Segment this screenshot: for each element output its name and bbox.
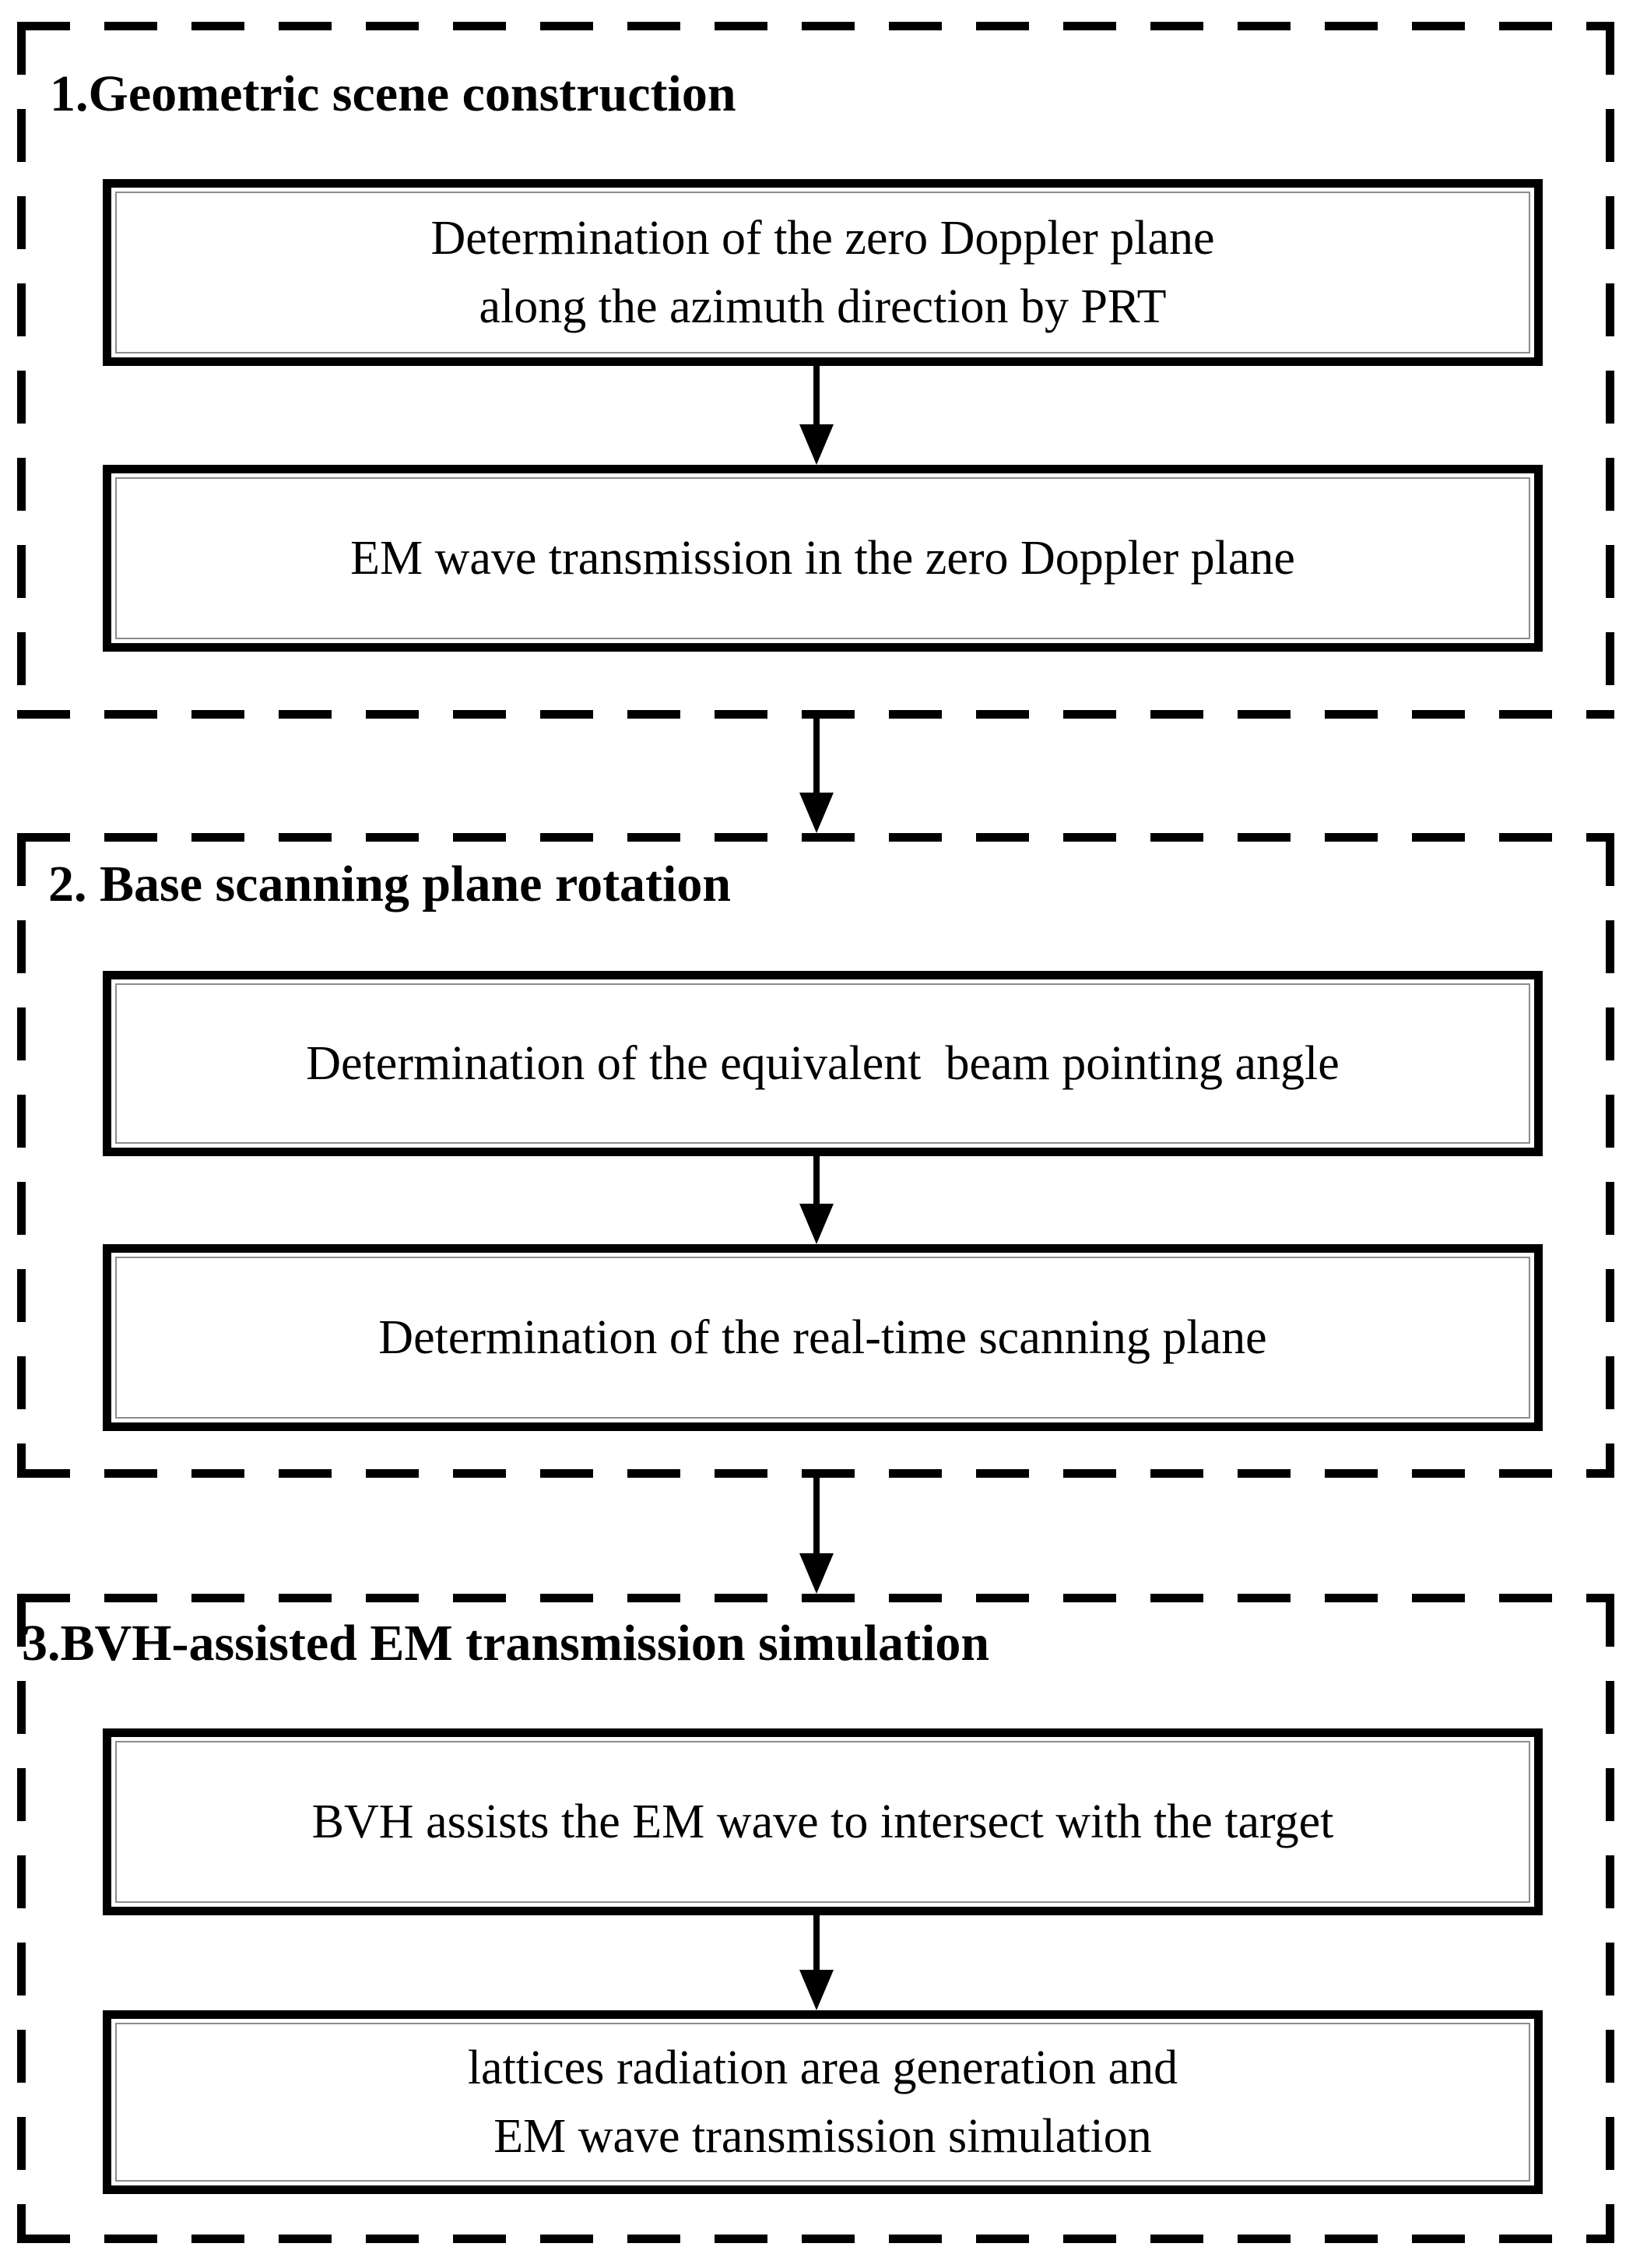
section-1-title: 1.Geometric scene construction [50,65,736,122]
down-arrow-icon [799,1153,834,1244]
arrow-head-icon [799,1553,834,1594]
flow-box-text-line: lattices radiation area generation and [467,2041,1178,2094]
flow-box-text-line: EM wave transmission in the zero Doppler… [350,531,1295,585]
arrow-head-icon [799,793,834,833]
flow-box-text-line: BVH assists the EM wave to intersect wit… [311,1795,1334,1848]
down-arrow-icon [799,1912,834,2010]
dashed-border-right [1606,22,1614,719]
flow-box-text-line: Determination of the real-time scanning … [378,1310,1267,1364]
down-arrow-icon [799,719,834,833]
dashed-border-top [17,22,1614,30]
section-geometric-scene-construction: 1.Geometric scene construction Determina… [17,22,1614,719]
flow-box-text-line: Determination of the equivalent beam poi… [306,1036,1340,1090]
dashed-border-right [1606,1594,1614,2243]
arrow-head-icon [799,1204,834,1244]
flow-box-bvh-intersect-target: BVH assists the EM wave to intersect wit… [103,1728,1543,1915]
arrow-line [813,1153,820,1208]
dashed-border-bottom [17,2235,1614,2243]
down-arrow-icon [799,363,834,465]
arrow-head-icon [799,1970,834,2010]
dashed-border-left [17,22,26,719]
dashed-border-bottom [17,1469,1614,1478]
flow-box-equivalent-beam-pointing-angle: Determination of the equivalent beam poi… [103,971,1543,1156]
dashed-border-left [17,833,26,1478]
down-arrow-icon [799,1478,834,1594]
section-bvh-assisted-em-transmission-simulation: 3.BVH-assisted EM transmission simulatio… [17,1594,1614,2243]
dashed-border-bottom [17,710,1614,719]
flow-box-zero-doppler-plane-determination: Determination of the zero Doppler plane … [103,179,1543,366]
arrow-line [813,363,820,429]
flow-box-text-line: Determination of the zero Doppler plane [430,211,1215,265]
dashed-border-top [17,833,1614,842]
dashed-border-right [1606,833,1614,1478]
arrow-line [813,719,820,797]
section-base-scanning-plane-rotation: 2. Base scanning plane rotation Determin… [17,833,1614,1478]
dashed-border-top [17,1594,1614,1602]
section-2-title: 2. Base scanning plane rotation [48,856,732,912]
flow-box-em-wave-transmission-zero-doppler: EM wave transmission in the zero Doppler… [103,465,1543,652]
arrow-head-icon [799,424,834,465]
arrow-line [813,1478,820,1558]
dashed-border-left [17,1594,26,2243]
flow-box-lattices-radiation-area: lattices radiation area generation and E… [103,2010,1543,2194]
flow-box-real-time-scanning-plane: Determination of the real-time scanning … [103,1244,1543,1431]
section-3-title: 3.BVH-assisted EM transmission simulatio… [22,1615,990,1672]
flow-box-text-line: EM wave transmission simulation [493,2110,1152,2163]
flow-box-text-line: along the azimuth direction by PRT [479,280,1167,333]
arrow-line [813,1912,820,1974]
